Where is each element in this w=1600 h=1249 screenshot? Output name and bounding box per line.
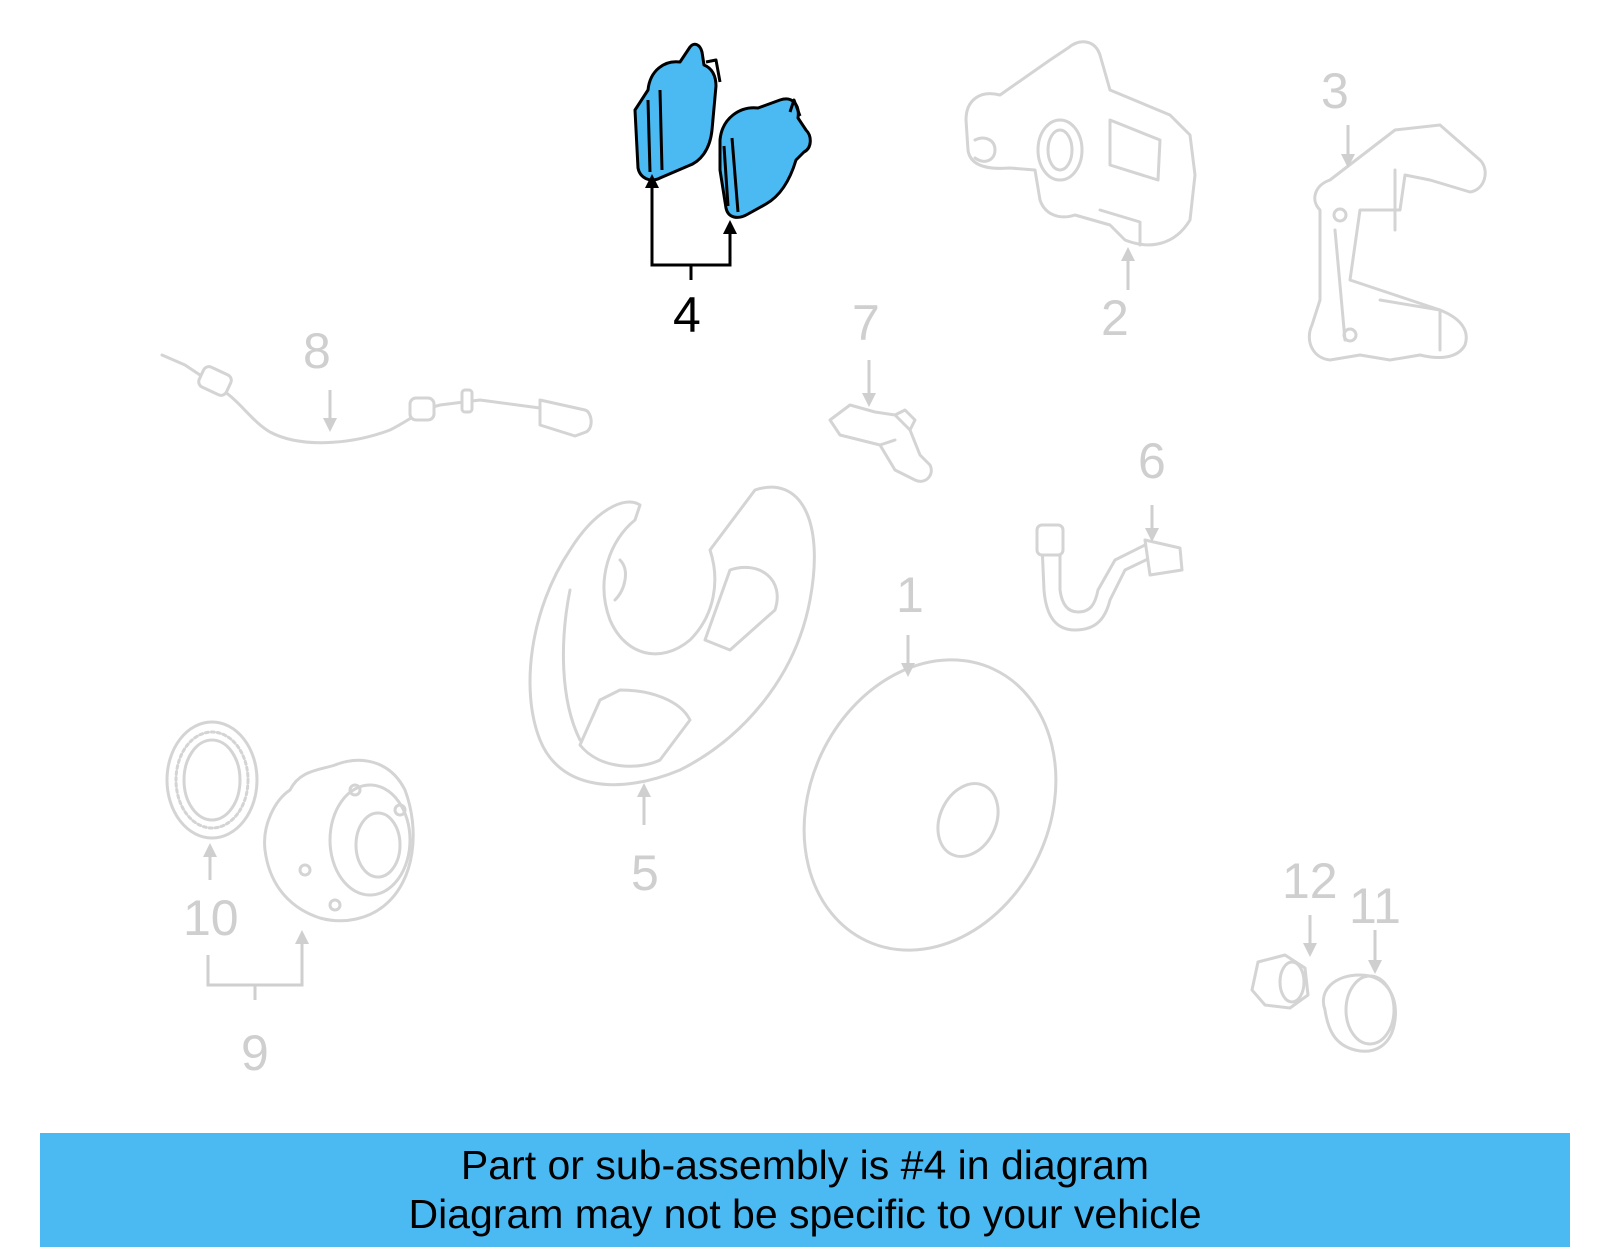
callout-1[interactable]: 1: [896, 567, 924, 623]
banner-line-part-reference: Part or sub-assembly is #4 in diagram: [460, 1142, 1150, 1188]
part-9-hub-assembly[interactable]: 9: [206, 758, 415, 1081]
callout-4[interactable]: 4: [673, 287, 701, 343]
callout-2[interactable]: 2: [1101, 290, 1129, 346]
callout-10[interactable]: 10: [183, 890, 239, 946]
callout-8[interactable]: 8: [303, 323, 331, 379]
callout-4-leaders: [645, 174, 737, 280]
parts-diagram: 4 2 3 8 7: [160, 40, 1487, 1081]
part-2-caliper[interactable]: 2: [964, 40, 1197, 346]
part-12-nut[interactable]: 12: [1250, 853, 1338, 1010]
callout-3[interactable]: 3: [1321, 63, 1349, 119]
callout-9[interactable]: 9: [241, 1025, 269, 1081]
part-10-tone-ring[interactable]: 10: [165, 720, 259, 946]
callout-6[interactable]: 6: [1138, 433, 1166, 489]
banner-line-disclaimer: Diagram may not be specific to your vehi…: [408, 1191, 1202, 1237]
part-6-brake-hose[interactable]: 6: [1035, 433, 1184, 632]
part-4-brake-pads[interactable]: 4: [633, 42, 812, 343]
callout-11[interactable]: 11: [1349, 878, 1401, 934]
part-5-dust-shield[interactable]: 5: [528, 485, 816, 901]
callout-12[interactable]: 12: [1282, 853, 1338, 909]
info-banner: Part or sub-assembly is #4 in diagram Di…: [40, 1133, 1570, 1247]
callout-5[interactable]: 5: [631, 845, 659, 901]
part-8-abs-sensor-wire[interactable]: 8: [160, 323, 593, 445]
part-7-bleeder[interactable]: 7: [828, 295, 933, 483]
part-1-rotor[interactable]: 1: [758, 567, 1102, 992]
callout-7[interactable]: 7: [852, 295, 880, 351]
part-3-caliper-bracket[interactable]: 3: [1307, 63, 1487, 362]
part-11-cap[interactable]: 11: [1322, 878, 1401, 1053]
